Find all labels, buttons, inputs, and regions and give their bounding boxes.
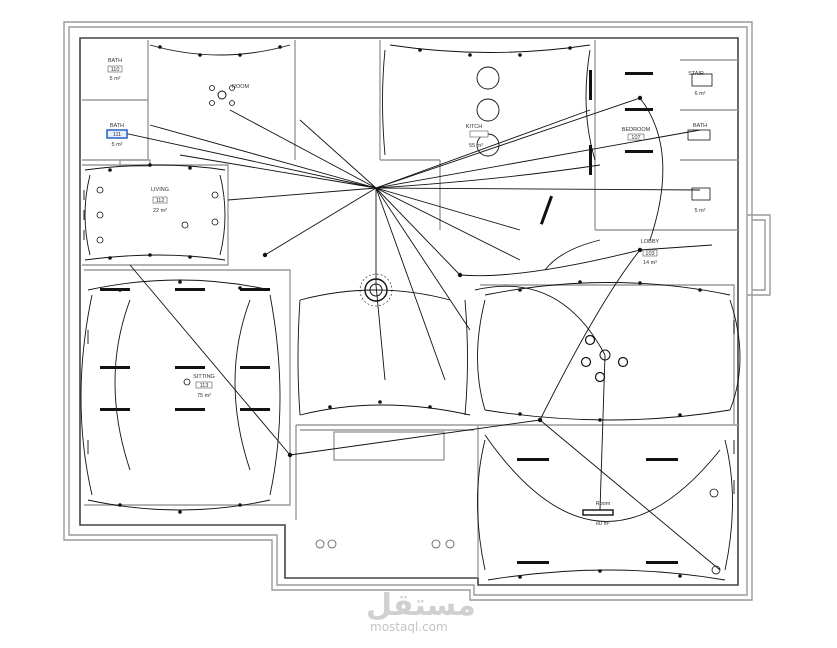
room-code: 113 xyxy=(200,383,209,389)
room-label-living: LIVING 112 22 m² xyxy=(151,187,169,214)
room-label-sitting: SITTING 113 75 m² xyxy=(193,374,215,399)
room-area: 22 m² xyxy=(153,208,167,214)
interior-walls xyxy=(82,40,738,578)
room-name: BATH xyxy=(110,123,124,129)
chandelier-room xyxy=(209,85,235,106)
fixture-dots xyxy=(108,45,702,579)
room-label-bath-1: BATH 110 5 m² xyxy=(107,58,123,82)
linear-lights xyxy=(100,70,678,564)
room-code: 103 xyxy=(645,251,654,257)
outer-walls xyxy=(63,21,771,601)
chandelier-lobby xyxy=(580,334,629,383)
room-label-room: ROOM xyxy=(232,84,250,90)
room-name: KITCH xyxy=(466,124,483,130)
watermark-latin: mostaql.com xyxy=(370,620,448,634)
room-area: 60 m² xyxy=(596,521,610,527)
room-code: 112 xyxy=(156,198,165,204)
room-name: SITTING xyxy=(193,374,215,380)
room-area: 75 m² xyxy=(197,393,211,399)
room-code: 107 xyxy=(631,135,640,141)
room-code: 111 xyxy=(113,132,121,138)
room-area: 5 m² xyxy=(695,208,706,214)
wall-sconces xyxy=(83,190,735,494)
room-area: 6 m² xyxy=(695,91,706,97)
room-label-bath-3: BATH 5 m² xyxy=(687,123,711,214)
room-name: Room xyxy=(596,501,611,507)
room-area: 5 m² xyxy=(112,142,123,148)
room-label-bedroom: BEDROOM 107 xyxy=(622,127,651,141)
room-label-lobby: LOBBY 103 14 m² xyxy=(641,239,660,266)
wiring xyxy=(80,44,741,581)
room-name: ROOM xyxy=(232,84,250,90)
room-name: LIVING xyxy=(151,187,169,193)
ceiling-fixtures xyxy=(96,66,721,575)
chandelier-living-hall xyxy=(359,273,393,307)
room-area: 5 m² xyxy=(110,76,121,82)
room-area: 14 m² xyxy=(643,260,657,266)
room-code: 110 xyxy=(111,67,120,73)
room-label-stair: STAIR 6 m² xyxy=(688,71,713,97)
watermark-arabic: مستقل xyxy=(366,588,476,623)
room-area: 55 m² xyxy=(469,143,483,149)
room-name: BATH xyxy=(108,58,122,64)
room-name: BATH xyxy=(693,123,707,129)
room-label-room-2: Room 60 m² xyxy=(596,501,611,527)
room-label-kitchen: KITCH 55 m² xyxy=(466,124,489,149)
room-name: BEDROOM xyxy=(622,127,651,133)
room-name: LOBBY xyxy=(641,239,660,245)
room-label-bath-2: BATH 111 5 m² xyxy=(106,123,128,148)
